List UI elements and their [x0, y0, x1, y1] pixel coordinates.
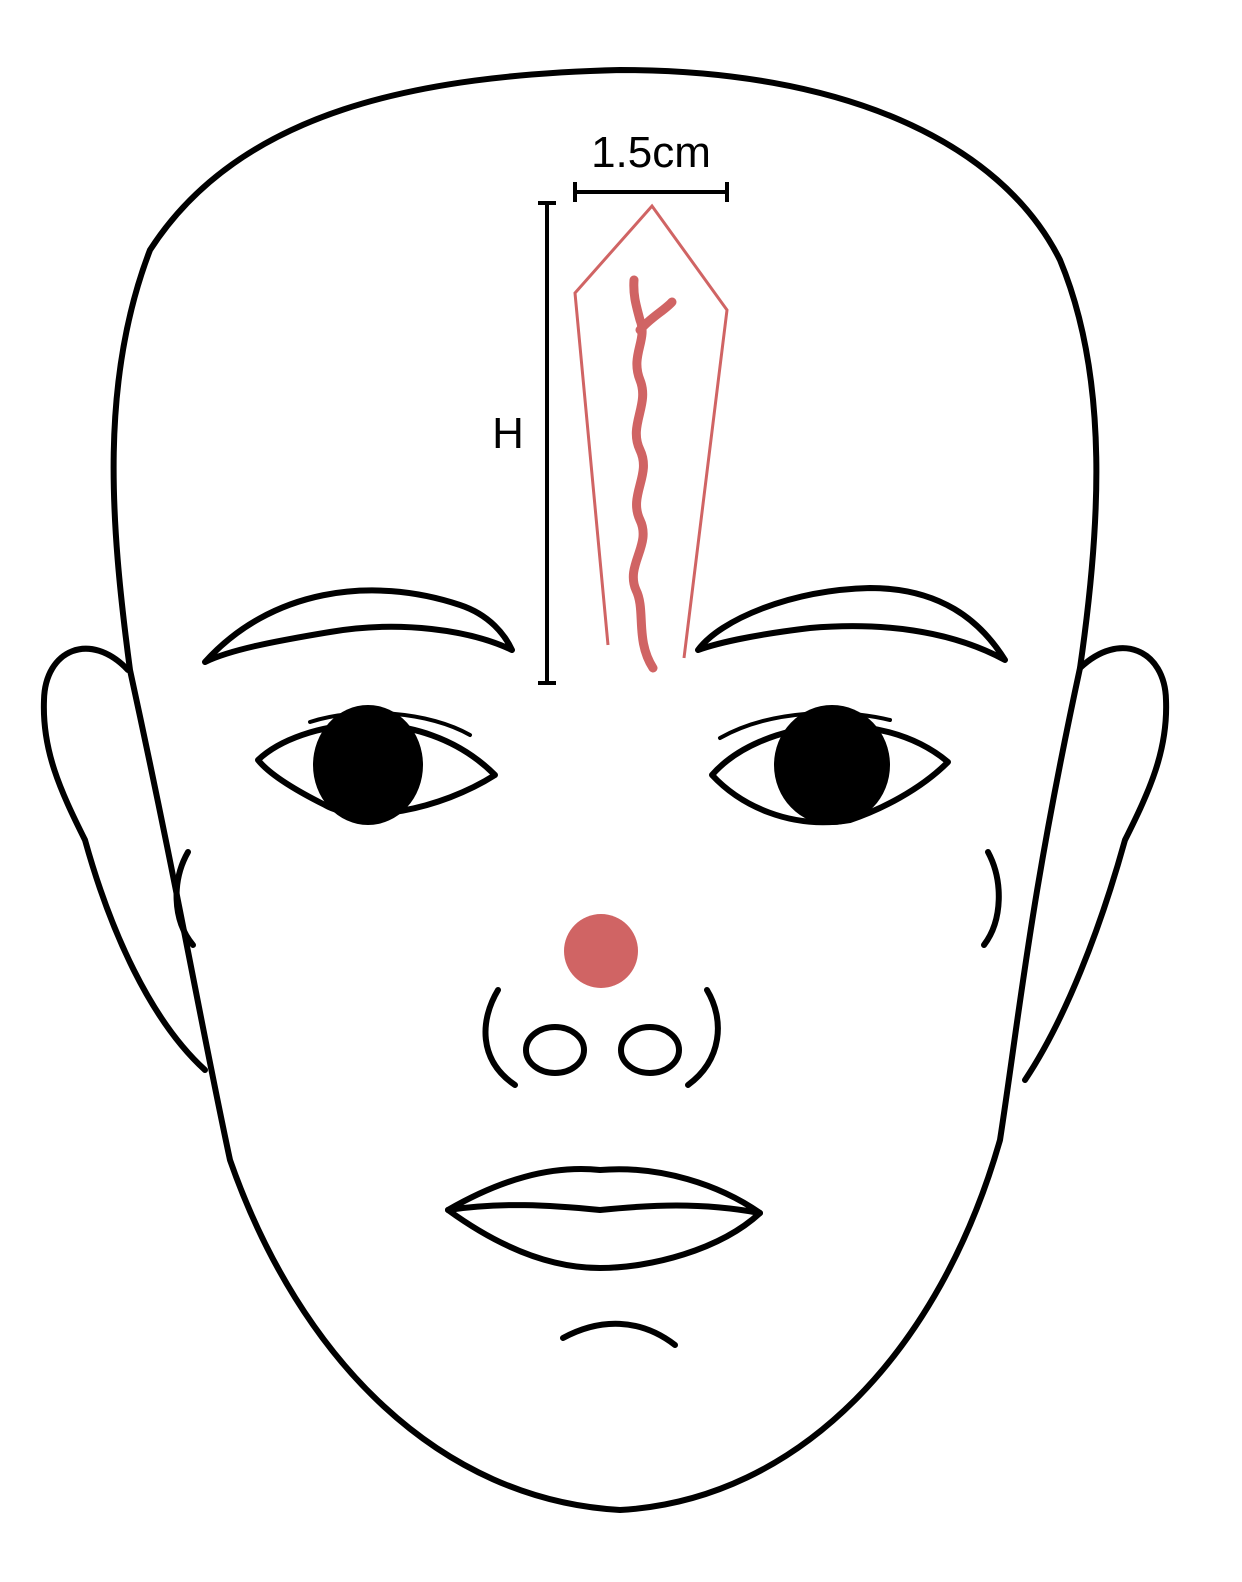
head-outline — [110, 67, 1100, 1513]
right-eyebrow — [695, 585, 1008, 663]
height-dimension — [538, 201, 556, 685]
left-ear — [40, 645, 208, 1073]
supratrochlear-vessel-branch — [635, 297, 677, 335]
nose-right-alar — [685, 987, 721, 1088]
right-ear — [1022, 645, 1170, 1083]
left-cheek-line — [173, 849, 196, 948]
left-eyebrow — [202, 587, 515, 665]
right-pupil — [774, 705, 890, 825]
width-dimension — [573, 182, 729, 202]
width-dimension-label: 1.5cm — [591, 128, 711, 177]
supratrochlear-vessel — [628, 275, 658, 673]
nose-left-alar — [482, 987, 518, 1088]
left-nostril — [523, 1024, 587, 1076]
right-cheek-line — [981, 849, 1002, 948]
right-nostril — [618, 1024, 682, 1076]
upper-lip — [445, 1166, 763, 1216]
chin-line — [560, 1320, 678, 1348]
nasal-defect-marker — [564, 914, 638, 988]
left-pupil — [313, 705, 423, 825]
height-dimension-label: H — [492, 409, 524, 458]
forehead-flap-outline — [573, 203, 729, 659]
lower-lip — [445, 1207, 763, 1271]
